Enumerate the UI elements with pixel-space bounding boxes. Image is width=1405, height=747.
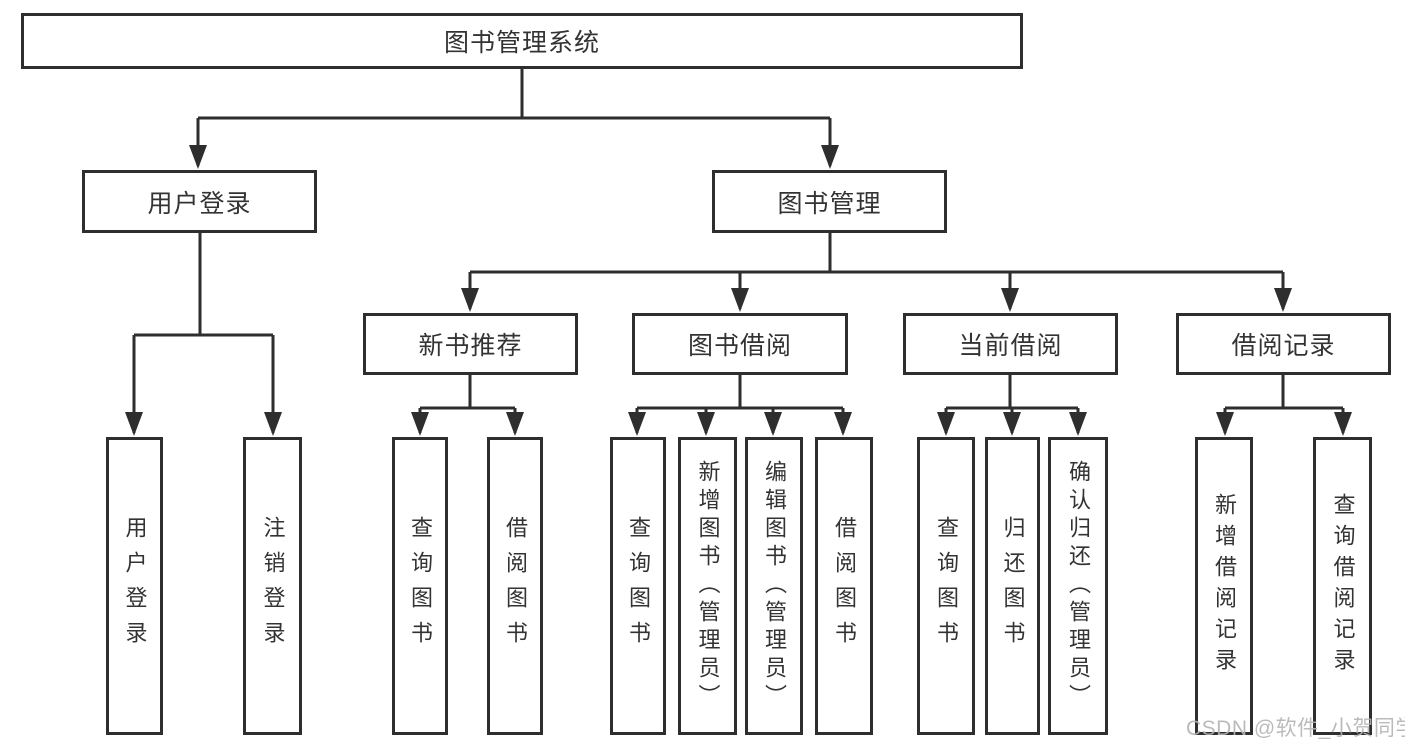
node-book-borrow: 图书借阅 xyxy=(632,313,848,375)
node-current-borrow: 当前借阅 xyxy=(903,313,1118,375)
leaf-label: 确认归还（管理员） xyxy=(1066,460,1091,712)
node-new-book-recommend: 新书推荐 xyxy=(363,313,578,375)
leaf-current-return-book: 归还图书 xyxy=(985,437,1040,735)
leaf-recommend-borrow-book: 借阅图书 xyxy=(487,437,543,735)
leaf-label: 新增图书（管理员） xyxy=(695,460,721,712)
node-borrow-record: 借阅记录 xyxy=(1176,313,1391,375)
leaf-recommend-query-book: 查询图书 xyxy=(392,437,448,735)
leaf-record-add: 新增借阅记录 xyxy=(1195,437,1253,735)
leaf-borrow-add-book-admin: 新增图书（管理员） xyxy=(678,437,737,735)
leaf-current-confirm-return-admin: 确认归还（管理员） xyxy=(1048,437,1108,735)
leaf-label: 查询图书 xyxy=(626,516,651,656)
leaf-label: 借阅图书 xyxy=(832,516,857,656)
leaf-borrow-edit-book-admin: 编辑图书（管理员） xyxy=(745,437,803,735)
node-root: 图书管理系统 xyxy=(21,13,1023,69)
leaf-label: 查询借阅记录 xyxy=(1330,493,1356,679)
leaf-label: 查询图书 xyxy=(408,516,433,656)
leaf-borrow-query-book: 查询图书 xyxy=(610,437,666,735)
leaf-current-query-book: 查询图书 xyxy=(917,437,975,735)
leaf-label: 归还图书 xyxy=(1000,516,1026,656)
node-book-management: 图书管理 xyxy=(712,170,947,233)
leaf-label: 借阅图书 xyxy=(503,516,528,656)
leaf-record-query: 查询借阅记录 xyxy=(1313,437,1372,735)
leaf-logout: 注销登录 xyxy=(243,437,302,735)
leaf-borrow-borrow-book: 借阅图书 xyxy=(815,437,873,735)
leaf-label: 注销登录 xyxy=(260,516,286,656)
leaf-label: 查询图书 xyxy=(934,516,959,656)
node-user-login: 用户登录 xyxy=(82,170,317,233)
csdn-watermark: CSDN @软件_小贺同学 xyxy=(1186,717,1405,740)
leaf-label: 新增借阅记录 xyxy=(1212,493,1237,679)
leaf-user-login: 用户登录 xyxy=(106,437,163,735)
leaf-label: 用户登录 xyxy=(122,516,148,656)
leaf-label: 编辑图书（管理员） xyxy=(762,460,787,712)
